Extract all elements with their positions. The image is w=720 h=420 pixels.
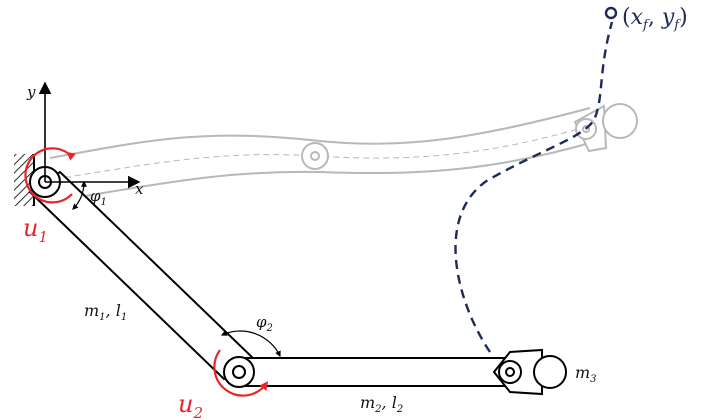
ghost-link-outline-top	[49, 107, 591, 159]
link-2	[238, 357, 512, 387]
link1-label: m1, l1	[84, 301, 127, 323]
x-axis-label: x	[135, 180, 144, 198]
u1-torque-arrow	[24, 147, 76, 204]
link2-label: m2, l2	[360, 393, 403, 415]
u2-torque-arrow	[213, 349, 269, 397]
phi1-label: φ1	[90, 187, 107, 208]
wall-hatch	[14, 154, 34, 206]
phi2-arc	[220, 330, 281, 358]
u2-label: u2	[178, 390, 203, 420]
end-joint-inner	[505, 367, 515, 377]
ghost-end-mass	[602, 103, 638, 139]
phi1-arc	[72, 180, 87, 210]
ghost-joint-2-inner	[310, 151, 320, 161]
u1-label: u1	[23, 214, 48, 246]
target-point-marker	[604, 6, 618, 20]
link-1	[28, 170, 256, 381]
phi2-label: φ2	[256, 313, 273, 334]
target-point-label: (xf, yf)	[622, 5, 688, 33]
ghost-end-joint	[575, 118, 597, 140]
end-mass	[533, 355, 567, 389]
ghost-end-joint-inner	[582, 125, 590, 133]
y-axis-label: y	[26, 83, 36, 101]
end-effector-trajectory	[454, 21, 614, 353]
ghost-joint-2-outer	[301, 142, 329, 170]
joint-2-inner	[232, 365, 246, 379]
mass3-label: m3	[575, 363, 597, 385]
